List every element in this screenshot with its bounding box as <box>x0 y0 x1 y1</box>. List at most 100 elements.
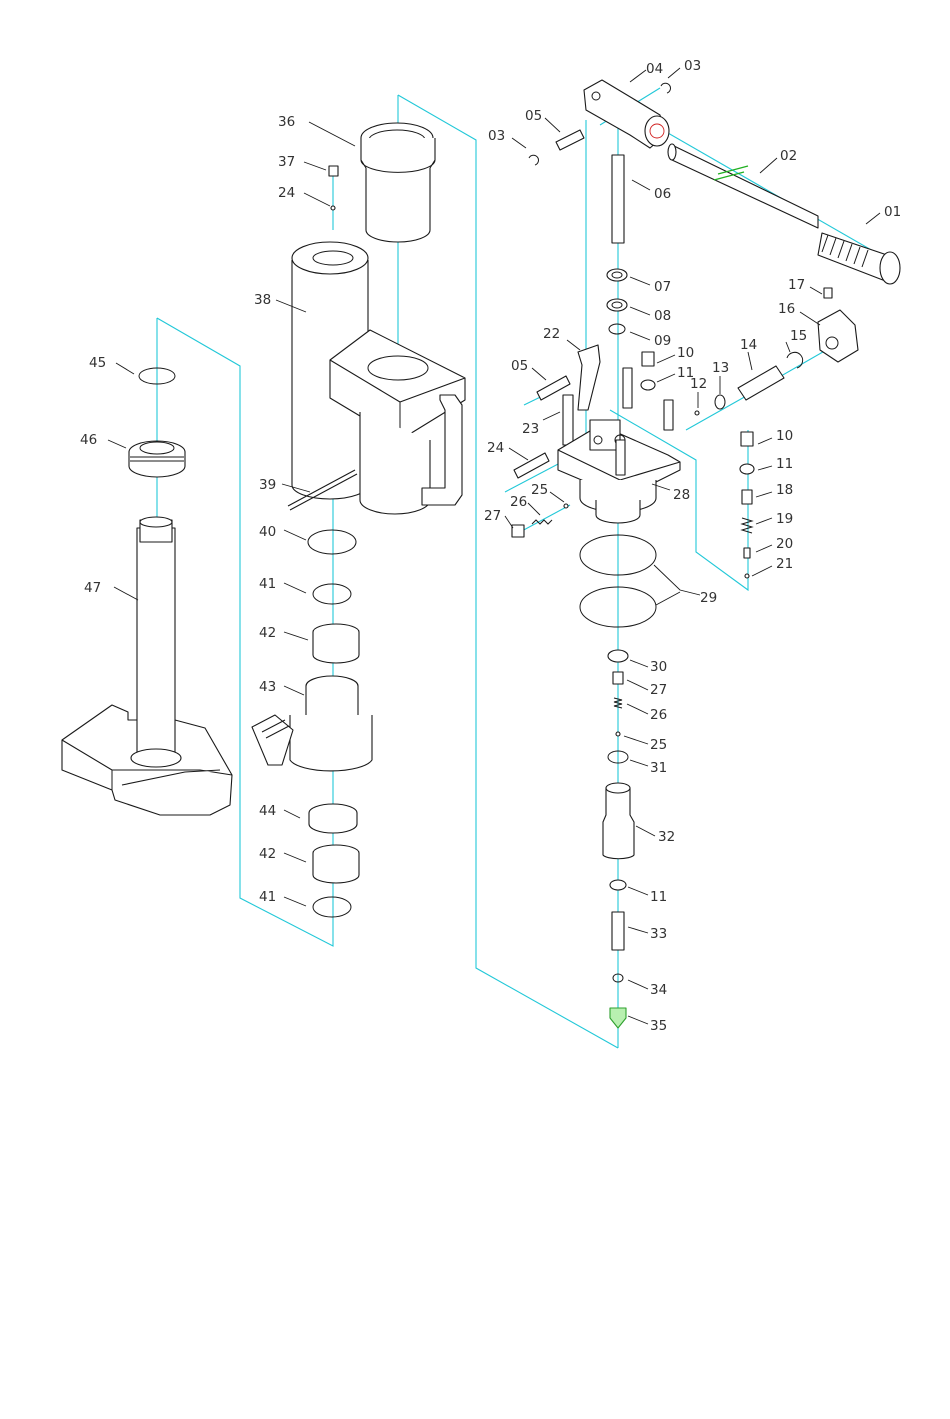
callout-23: 23 <box>522 421 539 437</box>
callout-41: 41 <box>259 889 276 905</box>
valve-stem-14 <box>738 366 784 400</box>
callout-02: 02 <box>780 148 797 164</box>
washer-07 <box>607 269 627 281</box>
cylinder-body-38 <box>292 242 465 514</box>
callout-37: 37 <box>278 154 295 170</box>
setscrew-17 <box>824 288 832 298</box>
callout-08: 08 <box>654 308 671 324</box>
poppet-20 <box>744 548 750 558</box>
pin-05a <box>556 130 584 150</box>
ball-12 <box>695 411 699 415</box>
callout-09: 09 <box>654 333 671 349</box>
callout-41: 41 <box>259 576 276 592</box>
callout-43: 43 <box>259 679 276 695</box>
pin-24b <box>514 453 549 478</box>
callout-03: 03 <box>488 128 505 144</box>
callout-26: 26 <box>510 494 527 510</box>
callout-45: 45 <box>89 355 106 371</box>
callout-06: 06 <box>654 186 671 202</box>
callout-39: 39 <box>259 477 276 493</box>
valve-33 <box>612 912 624 950</box>
callout-25: 25 <box>650 737 667 753</box>
callout-38: 38 <box>254 292 271 308</box>
plug-27a <box>512 525 524 537</box>
callout-24: 24 <box>278 185 295 201</box>
callout-04: 04 <box>646 61 663 77</box>
ball-25a <box>564 504 568 508</box>
seal-44 <box>309 804 357 833</box>
callout-13: 13 <box>712 360 729 376</box>
callout-31: 31 <box>650 760 667 776</box>
washer-11b <box>740 464 754 474</box>
filter-35 <box>610 1008 626 1028</box>
lever-22 <box>578 345 600 410</box>
callout-03: 03 <box>684 58 701 74</box>
plug-10a <box>642 352 654 366</box>
callout-18: 18 <box>776 482 793 498</box>
callout-24: 24 <box>487 440 504 456</box>
cylinder-32 <box>603 783 634 859</box>
callout-15: 15 <box>790 328 807 344</box>
callout-16: 16 <box>778 301 795 317</box>
callout-35: 35 <box>650 1018 667 1034</box>
spring-seat-18 <box>742 490 752 504</box>
washer-30 <box>608 650 628 662</box>
callout-42: 42 <box>259 625 276 641</box>
callout-44: 44 <box>259 803 276 819</box>
ball-24a <box>331 206 335 210</box>
callout-32: 32 <box>658 829 675 845</box>
callout-21: 21 <box>776 556 793 572</box>
callout-01: 01 <box>884 204 901 220</box>
callout-47: 47 <box>84 580 101 596</box>
callout-07: 07 <box>654 279 671 295</box>
callout-05: 05 <box>511 358 528 374</box>
bushing-42b <box>313 845 359 883</box>
oring-13 <box>715 395 725 409</box>
callout-22: 22 <box>543 326 560 342</box>
setscrew-37 <box>329 166 338 176</box>
spring-19 <box>742 518 752 533</box>
callout-26: 26 <box>650 707 667 723</box>
callout-10: 10 <box>677 345 694 361</box>
callout-11: 11 <box>650 889 667 905</box>
callout-34: 34 <box>650 982 667 998</box>
callout-19: 19 <box>776 511 793 527</box>
clip-03b <box>661 83 670 93</box>
bushing-42a <box>313 624 359 663</box>
plug-10b <box>741 432 753 446</box>
nut-46 <box>129 441 185 477</box>
knob-16 <box>818 310 858 362</box>
callout-46: 46 <box>80 432 97 448</box>
piston-36 <box>361 123 435 242</box>
ball-25b <box>616 732 620 736</box>
callout-17: 17 <box>788 277 805 293</box>
callout-20: 20 <box>776 536 793 552</box>
callout-12: 12 <box>690 376 707 392</box>
callout-27: 27 <box>650 682 667 698</box>
callout-27: 27 <box>484 508 501 524</box>
leader-lines <box>108 68 880 1024</box>
handle-01 <box>818 233 900 284</box>
clip-03a <box>529 155 538 165</box>
column-47 <box>62 517 232 815</box>
callout-05: 05 <box>525 108 542 124</box>
plug-27b <box>613 672 623 684</box>
washer-11a <box>641 380 655 390</box>
callout-29: 29 <box>700 590 717 606</box>
oring-09 <box>609 324 625 334</box>
pump-body-28 <box>558 368 680 523</box>
bolt-23 <box>563 395 573 445</box>
callout-11: 11 <box>776 456 793 472</box>
callout-42: 42 <box>259 846 276 862</box>
callout-36: 36 <box>278 114 295 130</box>
spring-26b <box>614 698 622 708</box>
washer-08 <box>607 299 627 311</box>
callout-25: 25 <box>531 482 548 498</box>
callout-10: 10 <box>776 428 793 444</box>
ball-21 <box>745 574 749 578</box>
callout-33: 33 <box>650 926 667 942</box>
callout-40: 40 <box>259 524 276 540</box>
callout-30: 30 <box>650 659 667 675</box>
ring-40 <box>308 530 356 554</box>
